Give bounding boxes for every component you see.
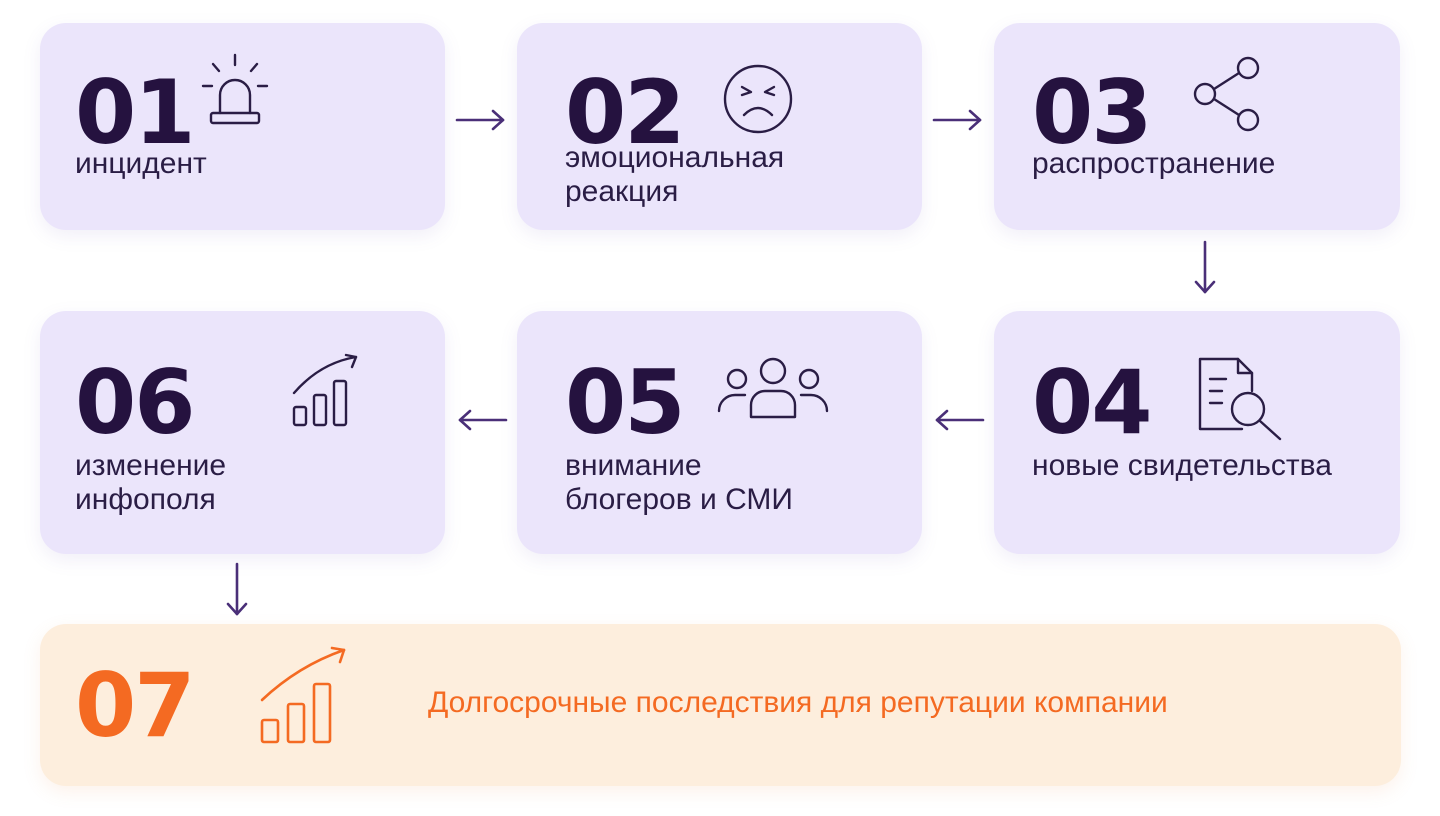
alarm-icon (200, 53, 270, 133)
step-number: 02 (565, 61, 685, 164)
step-label: инцидент (75, 147, 207, 180)
final-label: Долгосрочные последствия для репутации к… (428, 686, 1168, 719)
growth-chart-icon (290, 353, 366, 429)
arrow-left-icon (456, 408, 508, 432)
arrow-down-icon (1193, 240, 1217, 296)
sad-face-icon (722, 63, 794, 135)
step-card-01: 01 инцидент (40, 23, 445, 230)
step-card-05: 05 внимание блогеров и СМИ (517, 311, 922, 554)
step-number: 04 (1032, 351, 1152, 454)
step-label: новые свидетельства (1032, 449, 1332, 482)
share-icon (1192, 55, 1264, 133)
arrow-left-icon (933, 408, 985, 432)
step-number: 06 (75, 351, 195, 454)
step-label: эмоциональная реакция (565, 141, 785, 208)
step-label: распространение (1032, 147, 1276, 180)
step-label: внимание блогеров и СМИ (565, 449, 793, 516)
step-card-06: 06 изменение инфополя (40, 311, 445, 554)
step-number: 05 (565, 351, 685, 454)
arrow-right-icon (932, 108, 984, 132)
arrow-down-icon (225, 562, 249, 618)
step-number: 07 (75, 654, 195, 757)
step-card-04: 04 новые свидетельства (994, 311, 1400, 554)
step-number: 01 (75, 61, 195, 164)
step-card-07: 07 Долгосрочные последствия для репутаци… (40, 624, 1401, 786)
step-card-02: 02 эмоциональная реакция (517, 23, 922, 230)
people-icon (717, 357, 829, 421)
document-search-icon (1196, 355, 1288, 441)
step-number: 03 (1032, 61, 1152, 164)
step-label: изменение инфополя (75, 449, 227, 516)
step-card-03: 03 распространение (994, 23, 1400, 230)
growth-chart-icon (258, 646, 358, 746)
arrow-right-icon (455, 108, 507, 132)
